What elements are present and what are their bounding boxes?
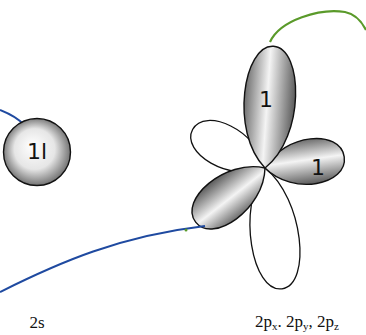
leader-line [270, 11, 366, 42]
electron-arrows: 1 [311, 157, 325, 179]
leader-line [0, 226, 205, 292]
orbital-label: 2px. 2py, 2pz [255, 313, 339, 332]
orbital-lobe: 1 [250, 80, 282, 120]
orbital-lobe: 1 [302, 150, 334, 186]
orbital-sphere: 1l [2, 117, 72, 187]
dot [185, 229, 188, 232]
p-lobe-shaded [239, 45, 299, 170]
electron-arrows: 1l [27, 141, 47, 163]
orbital-label: 2s [29, 314, 44, 331]
electron-arrows: 1 [259, 89, 273, 111]
